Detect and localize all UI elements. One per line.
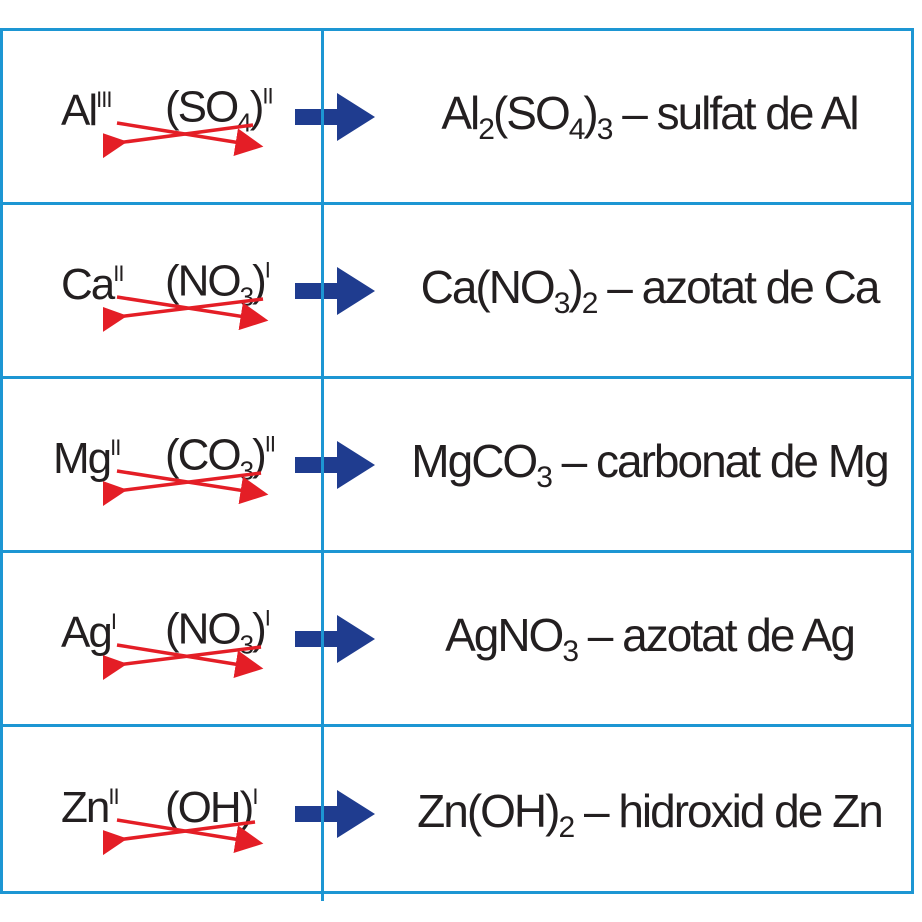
anion-valence: I [252, 784, 258, 809]
table-row: CaII (NO3)I Ca(NO3)2 – azotat de Ca [3, 205, 911, 379]
compound-formula: Zn(OH)2 – hidroxid de Zn [417, 784, 884, 844]
compound-formula: Ca(NO3)2 – azotat de Ca [420, 261, 881, 320]
cation-symbol: AgI [61, 607, 117, 657]
valence-cell: ZnII (OH)I [3, 727, 321, 901]
compound-formula: AgNO3 – azotat de Ag [445, 609, 856, 668]
right-arrow-icon [295, 266, 375, 315]
right-arrow-icon [295, 440, 375, 489]
formula-cell: Zn(OH)2 – hidroxid de Zn [324, 727, 911, 901]
compound-formula: Al2(SO4)3 – sulfat de Al [441, 87, 859, 146]
anion-valence: I [264, 604, 271, 630]
crossing-arrows-icon [103, 818, 264, 857]
table-row: MgII (CO3)II MgCO3 – carbonat de Mg [3, 379, 911, 553]
formula-cell: Ca(NO3)2 – azotat de Ca [324, 205, 911, 376]
crossing-arrows-icon [103, 642, 264, 681]
cation-valence: II [108, 784, 119, 809]
valence-cell: AlIII (SO4)II [3, 31, 321, 202]
table-row: AgI (NO3)I AgNO3 – azotat de Ag [3, 553, 911, 727]
formula-cell: Al2(SO4)3 – sulfat de Al [324, 31, 911, 202]
formula-cell: AgNO3 – azotat de Ag [324, 553, 911, 724]
valence-cell: MgII (CO3)II [3, 379, 321, 550]
crossing-arrows-icon [103, 468, 269, 507]
table-row: ZnII (OH)I Zn(OH)2 – hidroxid de Zn [3, 727, 911, 901]
cation-valence: I [110, 608, 117, 634]
valence-cell: CaII (NO3)I [3, 205, 321, 376]
crossing-arrows-icon [103, 120, 264, 159]
cation-valence: III [96, 86, 112, 112]
anion-symbol: (SO4)II [165, 81, 274, 137]
valence-table: AlIII (SO4)II Al2(SO4)3 – sulfat de Al C… [0, 28, 914, 901]
cation-symbol: MgII [53, 433, 121, 483]
valence-cell: AgI (NO3)I [3, 553, 321, 724]
cation-symbol: CaII [61, 259, 125, 309]
right-arrow-icon [295, 92, 375, 141]
formula-cell: MgCO3 – carbonat de Mg [324, 379, 911, 550]
anion-valence: II [262, 82, 273, 108]
cation-valence: II [113, 260, 124, 286]
crossing-arrows-icon [103, 294, 269, 333]
right-arrow-icon [295, 790, 375, 838]
cation-valence: II [110, 434, 121, 460]
table-row: AlIII (SO4)II Al2(SO4)3 – sulfat de Al [3, 31, 911, 205]
right-arrow-icon [295, 614, 375, 663]
anion-symbol: (CO3)II [165, 429, 276, 485]
anion-valence: II [264, 430, 276, 456]
cation-symbol: ZnII [61, 783, 120, 832]
anion-symbol: (NO3)I [165, 603, 271, 659]
anion-valence: I [264, 256, 271, 282]
compound-formula: MgCO3 – carbonat de Mg [411, 435, 889, 494]
cation-symbol: AlIII [61, 85, 112, 135]
